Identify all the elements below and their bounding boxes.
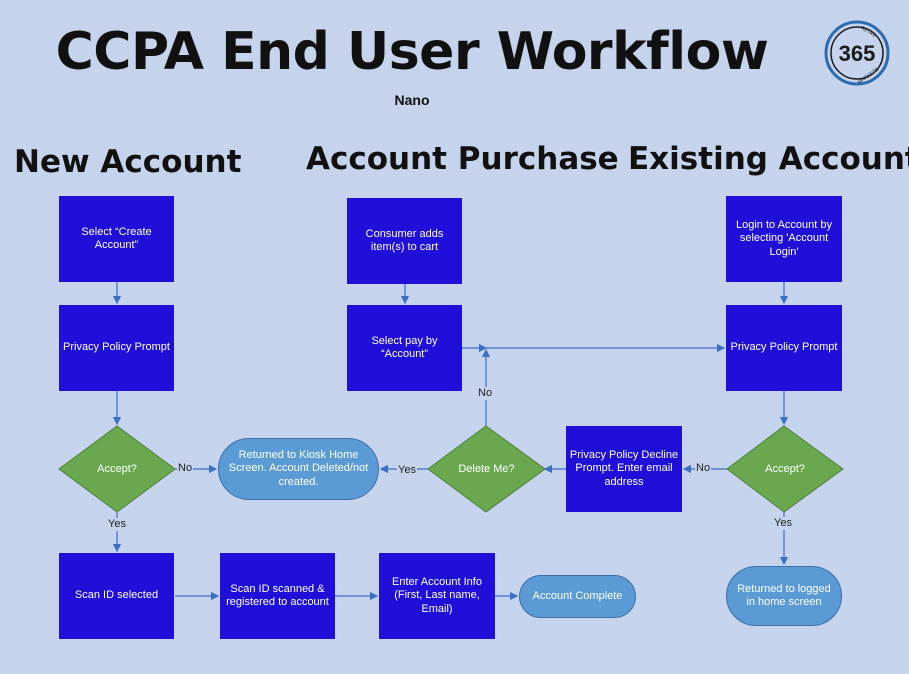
node-scan-id-selected: Scan ID selected [59,553,174,639]
node-select-create-account: Select “Create Account” [59,196,174,282]
decision-accept-existing [726,425,844,513]
logo-number: 365 [839,41,876,66]
edge-label-no-existing: No [695,462,712,475]
section-existing-account: Existing Account [628,141,909,177]
section-new-account: New Account [14,144,242,180]
page-title: CCPA End User Workflow [55,22,769,82]
node-enter-account-info: Enter Account Info (First, Last name, Em… [379,553,495,639]
decision-delete-me [427,425,546,513]
node-consumer-adds-items: Consumer adds item(s) to cart [347,198,462,284]
node-returned-kiosk-home: Returned to Kiosk Home Screen. Account D… [218,438,379,500]
edge-label-no-new: No [177,462,194,475]
edge-label-yes-new: Yes [107,518,127,531]
node-privacy-policy-prompt-existing: Privacy Policy Prompt [726,305,842,391]
page-subtitle: Nano [394,92,430,108]
node-privacy-decline-prompt: Privacy Policy Decline Prompt. Enter ema… [566,426,682,512]
node-scan-id-scanned: Scan ID scanned & registered to account [220,553,335,639]
label-delete-me: Delete Me? [458,463,515,475]
edge-label-yes-existing: Yes [773,517,793,530]
node-login-to-account: Login to Account by selecting 'Account L… [726,196,842,282]
node-returned-logged-in: Returned to logged in home screen [726,566,842,626]
retail-365-markets-logo: 365 RETAIL MARKETS [824,20,890,86]
node-select-pay-account: Select pay by “Account” [347,305,462,391]
node-account-complete: Account Complete [519,575,636,618]
node-privacy-policy-prompt-new: Privacy Policy Prompt [59,305,174,391]
section-account-purchase: Account Purchase [306,141,619,177]
edge-label-no-delete: No [477,387,494,400]
edge-label-yes-delete: Yes [397,464,417,477]
label-accept-existing: Accept? [765,463,805,475]
decision-accept-new [58,425,176,513]
label-accept-new: Accept? [97,463,137,475]
